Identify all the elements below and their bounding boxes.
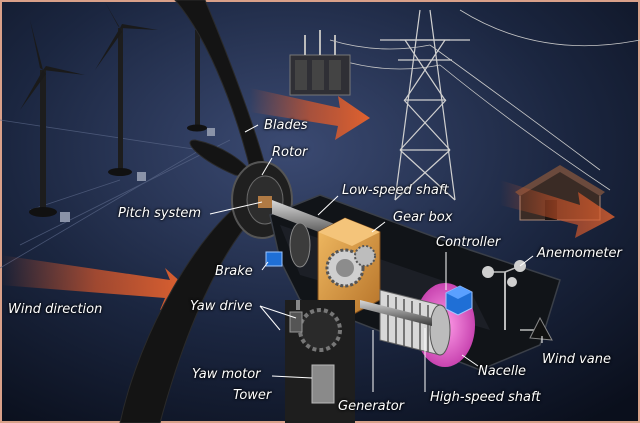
label-yaw-motor: Yaw motor	[192, 367, 261, 382]
label-tower: Tower	[233, 388, 272, 403]
controller-box	[445, 285, 473, 316]
background-turbine-1	[20, 20, 85, 217]
label-brake: Brake	[215, 264, 253, 279]
yaw-assembly	[285, 300, 355, 423]
background-turbine-2	[95, 2, 158, 176]
label-controller: Controller	[436, 235, 501, 250]
label-blades: Blades	[264, 118, 308, 133]
gearbox-part	[317, 217, 381, 316]
ground-lines	[0, 119, 231, 269]
wind-arrow-upper	[250, 88, 370, 140]
label-generator: Generator	[338, 399, 405, 414]
label-nacelle: Nacelle	[478, 364, 527, 379]
background-turbine-3	[187, 30, 207, 132]
main-blades	[119, 0, 271, 423]
leader-lines	[209, 124, 543, 392]
label-anemometer: Anemometer	[537, 246, 622, 261]
label-low-speed-shaft: Low-speed shaft	[342, 183, 449, 198]
transformer	[289, 30, 351, 96]
wind-direction-arrow	[0, 255, 192, 310]
high-speed-shaft-part	[360, 300, 432, 326]
wind-arrow-right	[500, 180, 615, 238]
label-rotor: Rotor	[272, 145, 308, 160]
label-yaw-drive: Yaw drive	[190, 299, 253, 314]
wind-vane-part	[520, 316, 553, 341]
label-wind-vane: Wind vane	[542, 352, 611, 367]
label-gear-box: Gear box	[393, 210, 453, 225]
brake-disc	[265, 222, 311, 268]
power-pylon	[380, 9, 470, 201]
ground-boxes	[60, 128, 215, 222]
power-lines	[329, 9, 640, 191]
label-pitch-system: Pitch system	[118, 206, 202, 221]
yaw-motor-part	[311, 364, 335, 404]
label-high-speed-shaft: High-speed shaft	[430, 390, 541, 405]
pitch-system-block	[258, 196, 272, 208]
label-wind-direction: Wind direction	[8, 302, 103, 317]
